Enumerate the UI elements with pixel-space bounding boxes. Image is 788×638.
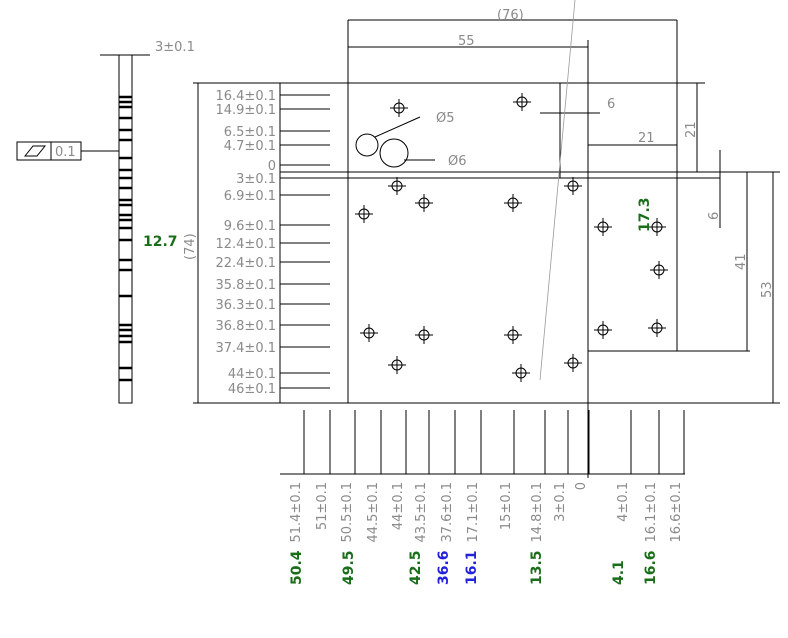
- dim-41-label: 41: [734, 253, 749, 270]
- bottom-value: 36.6: [436, 550, 452, 585]
- left-dim-label: 0: [268, 159, 276, 174]
- width-label: 55: [458, 34, 475, 49]
- dim-21v-label: 21: [684, 121, 699, 138]
- bottom-dim-label: 37.6±0.1: [440, 482, 455, 543]
- bottom-dim-label: 51±0.1: [315, 482, 330, 530]
- flatness-icon: [23, 145, 47, 157]
- holes: [355, 93, 668, 382]
- bottom-dim-label: 17.1±0.1: [466, 482, 481, 543]
- left-dim-label: 3±0.1: [236, 172, 276, 187]
- flatness-value: 0.1: [55, 145, 76, 160]
- bottom-value: 42.5: [408, 550, 424, 585]
- bottom-dim-label: 50.5±0.1: [340, 482, 355, 543]
- bottom-dim-label: 16.6±0.1: [669, 482, 684, 543]
- left-dim-label: 22.4±0.1: [215, 256, 276, 271]
- hole-d6: [379, 138, 409, 168]
- hole-d5: [355, 133, 379, 157]
- left-dim-label: 4.7±0.1: [224, 139, 276, 154]
- left-dim-label: 36.3±0.1: [215, 298, 276, 313]
- flatness-frame: [16, 141, 52, 161]
- bottom-dim-label: 44.5±0.1: [366, 482, 381, 543]
- left-dim-label: 6.5±0.1: [224, 125, 276, 140]
- left-dim-label: 37.4±0.1: [215, 341, 276, 356]
- left-dim-label: 12.4±0.1: [215, 237, 276, 252]
- bottom-dim-label: 15±0.1: [499, 482, 514, 530]
- plate-outline: [193, 0, 780, 478]
- left-dim-label: 35.8±0.1: [215, 278, 276, 293]
- bottom-dim-label: 4±0.1: [616, 482, 631, 522]
- bottom-dim-label: 3±0.1: [553, 482, 568, 522]
- bottom-value: 13.5: [529, 550, 545, 585]
- dim-6-label: 6: [607, 97, 615, 112]
- left-dim-label: 36.8±0.1: [215, 319, 276, 334]
- left-dim-label: 9.6±0.1: [224, 219, 276, 234]
- left-dim-label: 46±0.1: [228, 382, 276, 397]
- bottom-value: 4.1: [611, 560, 627, 585]
- d5-label: Ø5: [436, 111, 455, 126]
- bottom-value: 16.6: [643, 550, 659, 585]
- overall-width-label: (76): [497, 8, 524, 23]
- bottom-dim-label: 51.4±0.1: [289, 482, 304, 543]
- side-view: 3±0.1 0.1 12.7: [16, 40, 195, 404]
- bottom-value: 49.5: [341, 550, 357, 585]
- bottom-value: 50.4: [289, 550, 305, 585]
- bottom-dim-label: 43.5±0.1: [414, 482, 429, 543]
- green-17-label: 17.3: [637, 197, 653, 232]
- dim-53-label: 53: [760, 281, 775, 298]
- left-dim-label: 16.4±0.1: [215, 89, 276, 104]
- d6-label: Ø6: [448, 154, 467, 169]
- bottom-dim-label: 44±0.1: [391, 482, 406, 530]
- bottom-value: 16.1: [464, 550, 480, 585]
- dim-21-label: 21: [638, 131, 655, 146]
- bottom-dim-label: 0: [574, 482, 589, 490]
- left-dim-label: 6.9±0.1: [224, 189, 276, 204]
- left-dim-label: 14.9±0.1: [215, 103, 276, 118]
- bottom-dim-label: 16.1±0.1: [644, 482, 659, 543]
- dim-6v-label: 6: [707, 212, 722, 220]
- height-label: (74): [183, 233, 198, 260]
- thickness-label: 3±0.1: [155, 40, 195, 55]
- side-green-value: 12.7: [143, 234, 178, 250]
- bottom-dim-label: 14.8±0.1: [530, 482, 545, 543]
- left-dim-label: 44±0.1: [228, 367, 276, 382]
